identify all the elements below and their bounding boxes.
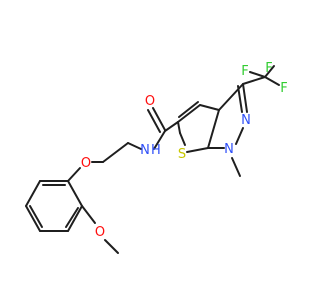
ether-oxygen-label: O: [81, 156, 91, 171]
fluorine-2-label: F: [265, 61, 272, 76]
amide-oxygen-label: O: [145, 94, 155, 109]
structure-diagram: O N H S N N O O F F F: [25, 61, 288, 254]
sulfur-label: S: [178, 147, 186, 162]
fluorine-1-label: F: [241, 64, 248, 79]
methyl-nitrogen-label: N: [224, 142, 234, 157]
amide-hydrogen-label: H: [151, 143, 161, 158]
fluorine-3-label: F: [280, 81, 287, 96]
amide-nitrogen-label: N: [140, 143, 150, 158]
methoxy-oxygen-label: O: [95, 225, 105, 240]
pyrazole-nitrogen-label: N: [241, 113, 251, 128]
bond-lines: [25, 65, 280, 254]
